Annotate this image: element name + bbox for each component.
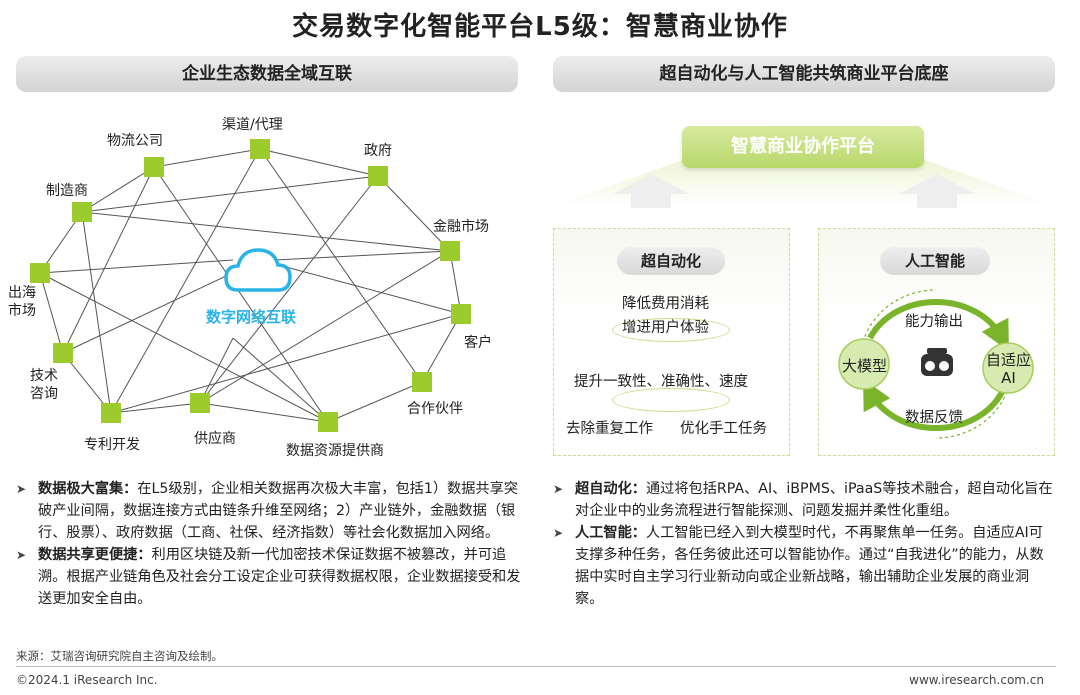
node-hezuo: [412, 372, 432, 392]
bullet-item: ➤ 人工智能：人工智能已经入到大模型时代，不再聚焦单一任务。自适应AI可支撑多种…: [553, 522, 1055, 610]
bullet-body: 人工智能已经入到大模型时代，不再聚焦单一任务。自适应AI可支撑多种任务，各任务彼…: [575, 525, 1044, 607]
ecosystem-network-diagram: 数字网络互联 物流公司 渠道/代理 政府 制造商 金融市场 出海 市场 客户 技…: [0, 100, 540, 470]
auto-line-2: 增进用户体验: [622, 320, 709, 336]
ring-decoration: [612, 318, 730, 342]
auto-line-3: 提升一致性、准确性、速度: [574, 374, 748, 390]
bullet-body: 利用区块链及新一代加密技术保证数据不被篡改，并可追溯。根据产业链角色及社会分工设…: [38, 547, 521, 607]
page-title: 交易数字化智能平台L5级：智慧商业协作: [292, 12, 788, 42]
node-zhizao: [72, 202, 92, 222]
node-chuhai: [30, 263, 50, 283]
ai-top-label: 能力输出: [905, 314, 963, 330]
label-jishu: 技术 咨询: [30, 368, 58, 402]
cloud-icon: [224, 248, 292, 292]
label-zhizao: 制造商: [46, 183, 88, 199]
copyright: ©2024.1 iResearch Inc.: [16, 673, 158, 687]
bullet-heading: 数据共享更便捷：: [38, 547, 152, 563]
node-shuju: [318, 412, 338, 432]
node-jishu: [53, 343, 73, 363]
network-lines: [30, 139, 471, 432]
node-kehu: [451, 304, 471, 324]
up-arrow-icon: [613, 174, 689, 208]
bullet-body: 在L5级别，企业相关数据再次极大丰富，包括1）数据共享突破产业间隔，数据连接方式…: [38, 481, 518, 541]
label-hezuo: 合作伙伴: [407, 401, 463, 417]
bullet-arrow-icon: ➤: [16, 548, 27, 562]
label-jinrong: 金融市场: [433, 219, 489, 235]
network-center-label: 数字网络互联: [206, 308, 297, 326]
auto-line-4b: 优化手工任务: [680, 421, 767, 437]
platform-label: 智慧商业协作平台: [682, 126, 924, 168]
bullet-arrow-icon: ➤: [553, 482, 564, 496]
platform-backdrop: [553, 160, 1055, 208]
bullet-heading: 数据极大富集：: [38, 481, 138, 497]
right-section-header: 超自动化与人工智能共筑商业平台底座: [553, 56, 1055, 92]
ai-cycle-diagram: [838, 289, 1034, 439]
bullet-heading: 人工智能：: [575, 525, 646, 541]
up-arrow-icon: [899, 174, 975, 208]
website-link[interactable]: www.iresearch.com.cn: [909, 673, 1044, 687]
left-bullets: ➤ 数据极大富集：在L5级别，企业相关数据再次极大丰富，包括1）数据共享突破产业…: [16, 478, 524, 610]
label-shuju: 数据资源提供商: [286, 443, 384, 459]
node-wuliu: [144, 157, 164, 177]
auto-line-1: 降低费用消耗: [622, 296, 709, 312]
vr-goggles-icon: [921, 348, 953, 376]
label-chuhai: 出海 市场: [8, 285, 36, 319]
footer-divider: [16, 666, 1056, 667]
label-wuliu: 物流公司: [107, 133, 163, 149]
auto-line-4a: 去除重复工作: [566, 421, 653, 437]
node-qudao: [250, 139, 270, 159]
node-zhuanli: [101, 403, 121, 423]
ai-right-node: 自适应 AI: [986, 351, 1032, 387]
label-kehu: 客户: [464, 335, 492, 351]
label-qudao: 渠道/代理: [222, 117, 283, 133]
node-jinrong: [440, 241, 460, 261]
ring-decoration: [612, 388, 730, 412]
node-gongying: [190, 393, 210, 413]
hyperautomation-title: 超自动化: [617, 247, 725, 275]
bullet-item: ➤ 超自动化：通过将包括RPA、AI、iBPMS、iPaaS等技术融合，超自动化…: [553, 478, 1055, 522]
label-zhengfu: 政府: [364, 143, 392, 159]
ai-left-node: 大模型: [842, 357, 888, 375]
bullet-body: 通过将包括RPA、AI、iBPMS、iPaaS等技术融合，超自动化旨在对企业中的…: [575, 481, 1053, 519]
right-bullets: ➤ 超自动化：通过将包括RPA、AI、iBPMS、iPaaS等技术融合，超自动化…: [553, 478, 1055, 610]
label-zhuanli: 专利开发: [84, 437, 140, 453]
label-gongying: 供应商: [194, 431, 236, 447]
bullet-item: ➤ 数据极大富集：在L5级别，企业相关数据再次极大丰富，包括1）数据共享突破产业…: [16, 478, 524, 544]
ai-title: 人工智能: [880, 247, 990, 275]
source-note: 来源：艾瑞咨询研究院自主咨询及绘制。: [16, 649, 223, 663]
bullet-arrow-icon: ➤: [553, 526, 564, 540]
bullet-heading: 超自动化：: [575, 481, 646, 497]
left-section-header: 企业生态数据全域互联: [16, 56, 518, 92]
ai-bottom-label: 数据反馈: [905, 410, 963, 426]
bullet-arrow-icon: ➤: [16, 482, 27, 496]
node-zhengfu: [368, 166, 388, 186]
bullet-item: ➤ 数据共享更便捷：利用区块链及新一代加密技术保证数据不被篡改，并可追溯。根据产…: [16, 544, 524, 610]
